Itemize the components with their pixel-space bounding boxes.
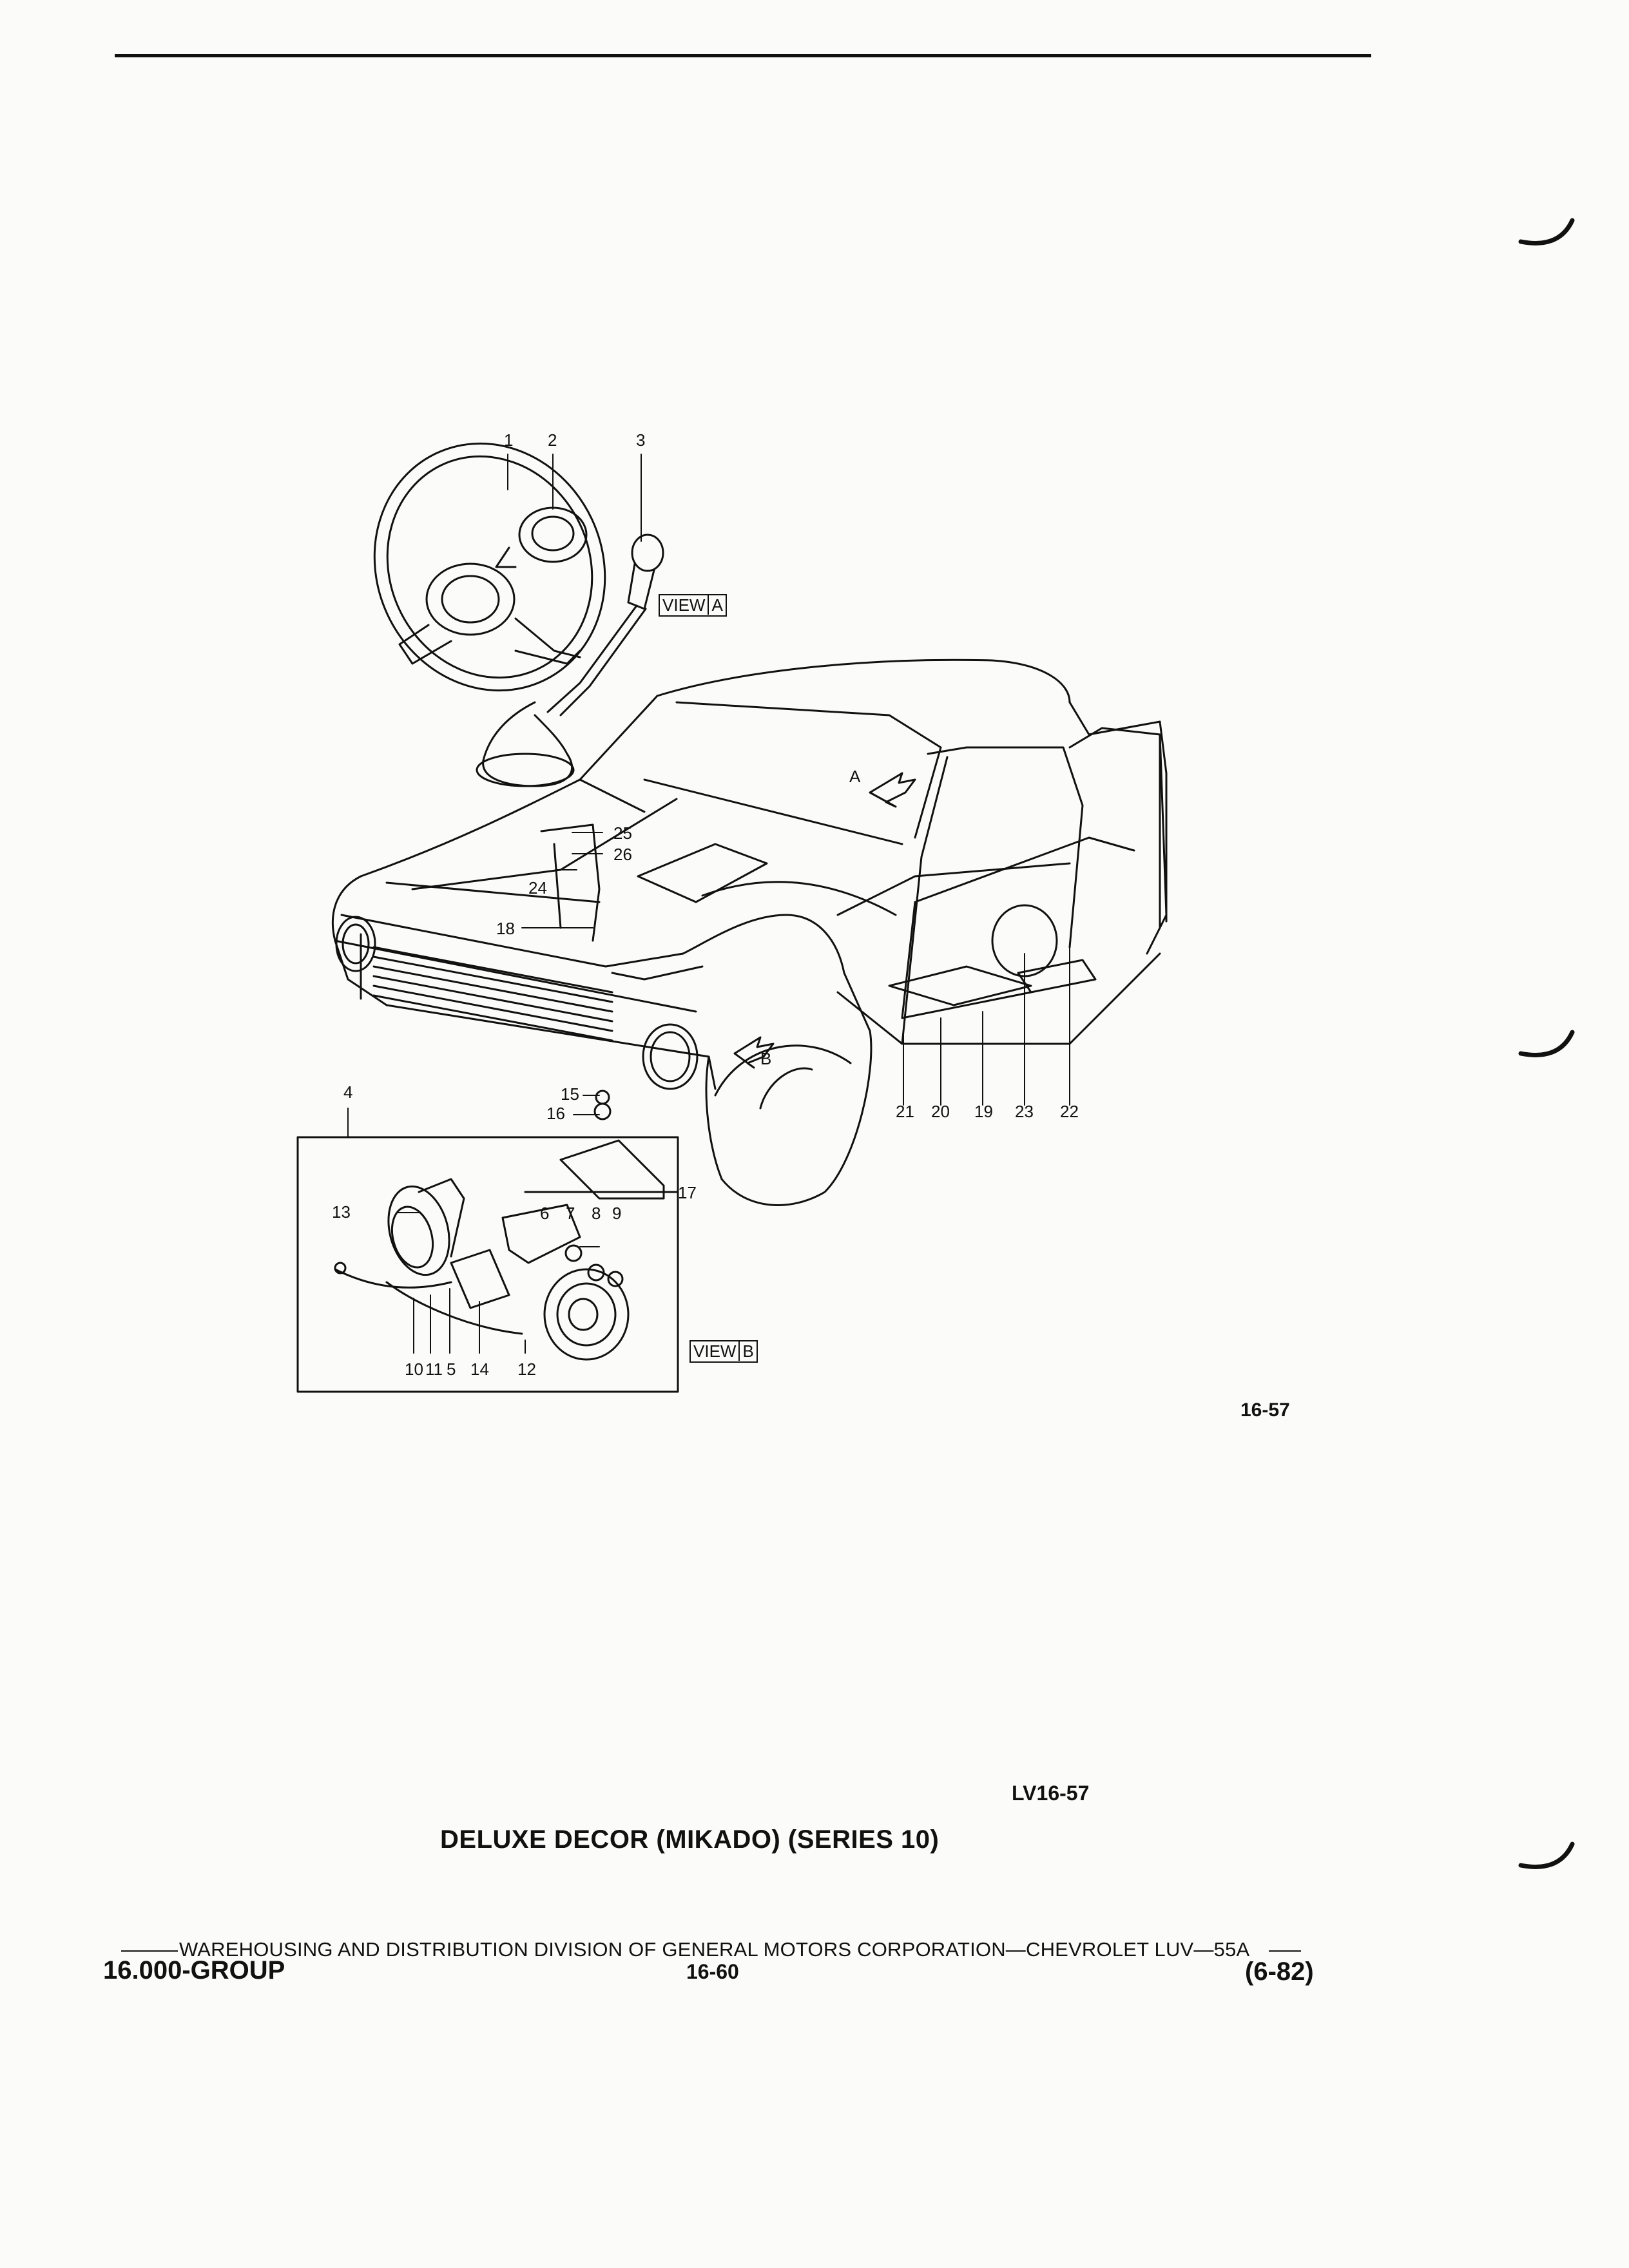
view-a-letter: A <box>708 595 723 615</box>
callout-26: 26 <box>613 845 632 864</box>
callout-18: 18 <box>496 919 515 938</box>
callout-22: 22 <box>1060 1102 1079 1121</box>
callout-20: 20 <box>931 1102 950 1121</box>
horn-illustration <box>334 1090 665 1361</box>
figure-number: 16-57 <box>1240 1399 1290 1421</box>
binder-mark-middle <box>1518 1030 1575 1057</box>
footer-group: 16.000-GROUP <box>103 1956 285 1984</box>
view-b-letter: B <box>738 1341 754 1361</box>
callout-16: 16 <box>546 1104 565 1123</box>
callout-13: 13 <box>332 1202 351 1222</box>
illustration-id: LV16-57 <box>1012 1782 1090 1805</box>
direction-arrows <box>733 772 916 1069</box>
view-b-box <box>296 1136 679 1393</box>
callout-25: 25 <box>613 823 632 843</box>
callout-19: 19 <box>974 1102 993 1121</box>
callout-17: 17 <box>678 1183 697 1202</box>
callout-7: 7 <box>566 1204 575 1223</box>
callout-10: 10 <box>405 1360 423 1379</box>
shift-knob-illustration <box>476 533 664 787</box>
footer-division-line: WAREHOUSING AND DISTRIBUTION DIVISION OF… <box>121 1938 1302 1961</box>
callout-24: 24 <box>528 878 547 898</box>
callout-9: 9 <box>612 1204 622 1223</box>
callout-21: 21 <box>896 1102 914 1121</box>
arrow-a-label: A <box>849 767 861 786</box>
callout-6: 6 <box>540 1204 550 1223</box>
callout-4: 4 <box>343 1082 353 1102</box>
callout-2: 2 <box>548 430 557 450</box>
callout-12: 12 <box>517 1360 536 1379</box>
callout-15: 15 <box>561 1084 579 1104</box>
view-b-word: VIEW <box>693 1341 737 1361</box>
footer-division-text: WAREHOUSING AND DISTRIBUTION DIVISION OF… <box>179 1938 1250 1961</box>
steering-wheel-illustration <box>373 442 606 692</box>
binder-mark-bottom <box>1518 1841 1575 1869</box>
leader-lines <box>347 454 1070 1354</box>
footer-date: (6-82) <box>1245 1957 1314 1986</box>
callout-8: 8 <box>592 1204 601 1223</box>
arrow-b-label: B <box>760 1049 772 1068</box>
callout-11: 11 <box>425 1360 443 1379</box>
view-a-word: VIEW <box>662 595 706 615</box>
header-rule <box>115 54 1371 57</box>
callout-1: 1 <box>504 430 514 450</box>
callout-23: 23 <box>1015 1102 1034 1121</box>
binder-mark-top <box>1518 218 1575 245</box>
callout-14: 14 <box>470 1360 489 1379</box>
callout-5: 5 <box>447 1360 456 1379</box>
footer-page-number: 16-60 <box>686 1960 739 1983</box>
page-title: DELUXE DECOR (MIKADO) (SERIES 10) <box>440 1825 940 1854</box>
pickup-truck-illustration <box>331 658 1168 1206</box>
callout-3: 3 <box>636 430 646 450</box>
